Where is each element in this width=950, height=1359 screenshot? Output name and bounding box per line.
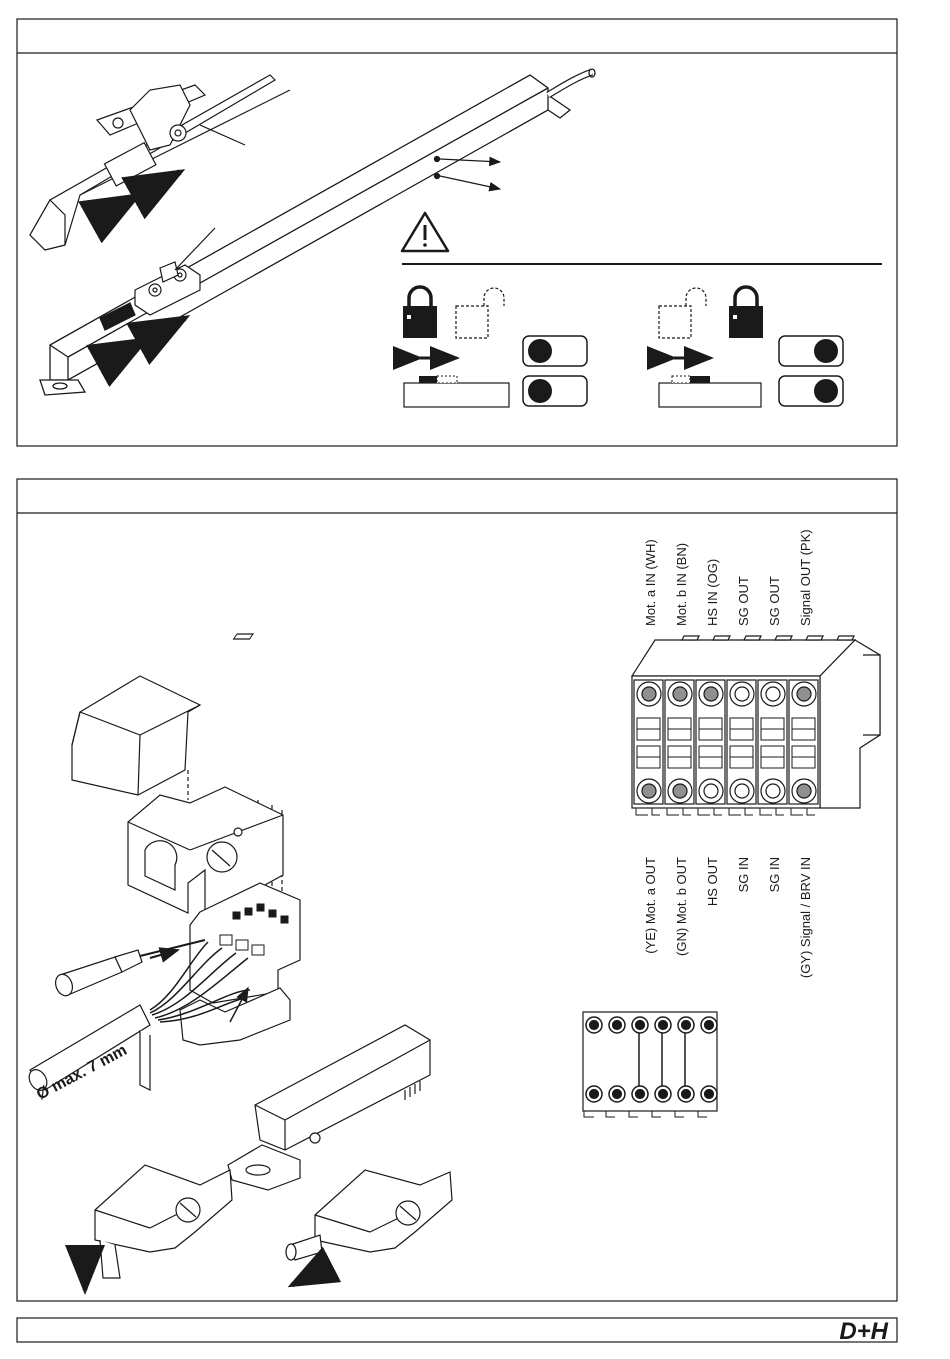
jumper-pin bbox=[682, 1021, 691, 1030]
connector-assembly-illustration bbox=[26, 676, 300, 1094]
terminal-pin bbox=[797, 784, 811, 798]
pointer-arrow-2 bbox=[440, 176, 500, 189]
jumper-pin bbox=[659, 1021, 668, 1030]
terminal-pin bbox=[766, 784, 780, 798]
bottom-connector-labels: (YE) Mot. a OUT (GN) Mot. b OUT HS OUT S… bbox=[643, 857, 813, 978]
jumper-diagram bbox=[583, 1012, 717, 1117]
panel-locking-slide bbox=[17, 19, 897, 446]
terminal-label: SG OUT bbox=[736, 576, 751, 626]
terminal-pin bbox=[735, 784, 749, 798]
padlock-closed-icon bbox=[729, 287, 763, 338]
terminal-pin bbox=[735, 687, 749, 701]
insert-arrow bbox=[150, 950, 178, 958]
terminal-block bbox=[234, 634, 880, 815]
actuator-end-illustration bbox=[228, 1025, 430, 1190]
jumper-pin bbox=[590, 1090, 599, 1099]
terminal-label: SG OUT bbox=[767, 576, 782, 626]
terminal-pin bbox=[642, 784, 656, 798]
terminal-label: HS IN (OG) bbox=[705, 559, 720, 626]
padlock-closed-icon bbox=[403, 287, 437, 338]
terminal-pin bbox=[673, 784, 687, 798]
terminal-label: Mot. b IN (BN) bbox=[674, 543, 689, 626]
panel-wiring: Mot. a IN (WH) Mot. b IN (BN) HS IN (OG)… bbox=[17, 479, 897, 1301]
padlock-open-icon bbox=[456, 288, 504, 338]
upper-detail-unit bbox=[30, 75, 290, 250]
jumper-pin bbox=[705, 1021, 714, 1030]
lock-state-right bbox=[659, 287, 843, 407]
jumper-pin bbox=[590, 1021, 599, 1030]
top-connector-labels: Mot. a IN (WH) Mot. b IN (BN) HS IN (OG)… bbox=[643, 529, 813, 626]
brand-logo: D+H bbox=[839, 1318, 888, 1345]
terminal-pin bbox=[704, 687, 718, 701]
jumper-pin bbox=[659, 1090, 668, 1099]
push-arrow bbox=[292, 1268, 325, 1285]
terminal-pin bbox=[642, 687, 656, 701]
page-footer: D+H bbox=[17, 1318, 897, 1345]
terminal-label: HS OUT bbox=[705, 857, 720, 906]
terminal-label: SG IN bbox=[736, 857, 751, 892]
terminal-label: SG IN bbox=[767, 857, 782, 892]
jumper-pin bbox=[705, 1090, 714, 1099]
terminal-label: Signal OUT (PK) bbox=[798, 529, 813, 626]
terminal-label: (YE) Mot. a OUT bbox=[643, 857, 658, 954]
jumper-pin bbox=[682, 1090, 691, 1099]
warning-triangle-icon bbox=[402, 213, 448, 251]
padlock-open-icon bbox=[659, 288, 706, 338]
terminal-label: (GN) Mot. b OUT bbox=[674, 857, 689, 956]
left-plug-illustration bbox=[95, 1165, 232, 1278]
jumper-pin bbox=[636, 1090, 645, 1099]
terminal-pin bbox=[797, 687, 811, 701]
move-arrow-upper bbox=[137, 172, 180, 196]
terminal-pin bbox=[766, 687, 780, 701]
terminal-pin bbox=[704, 784, 718, 798]
jumper-pin bbox=[636, 1021, 645, 1030]
terminal-label: Mot. a IN (WH) bbox=[643, 539, 658, 626]
terminal-label: (GY) Signal / BRV IN bbox=[798, 857, 813, 978]
lock-state-left bbox=[403, 287, 587, 407]
jumper-pin bbox=[613, 1021, 622, 1030]
right-plug-illustration bbox=[286, 1170, 452, 1260]
terminal-pin bbox=[673, 687, 687, 701]
jumper-pin bbox=[613, 1090, 622, 1099]
